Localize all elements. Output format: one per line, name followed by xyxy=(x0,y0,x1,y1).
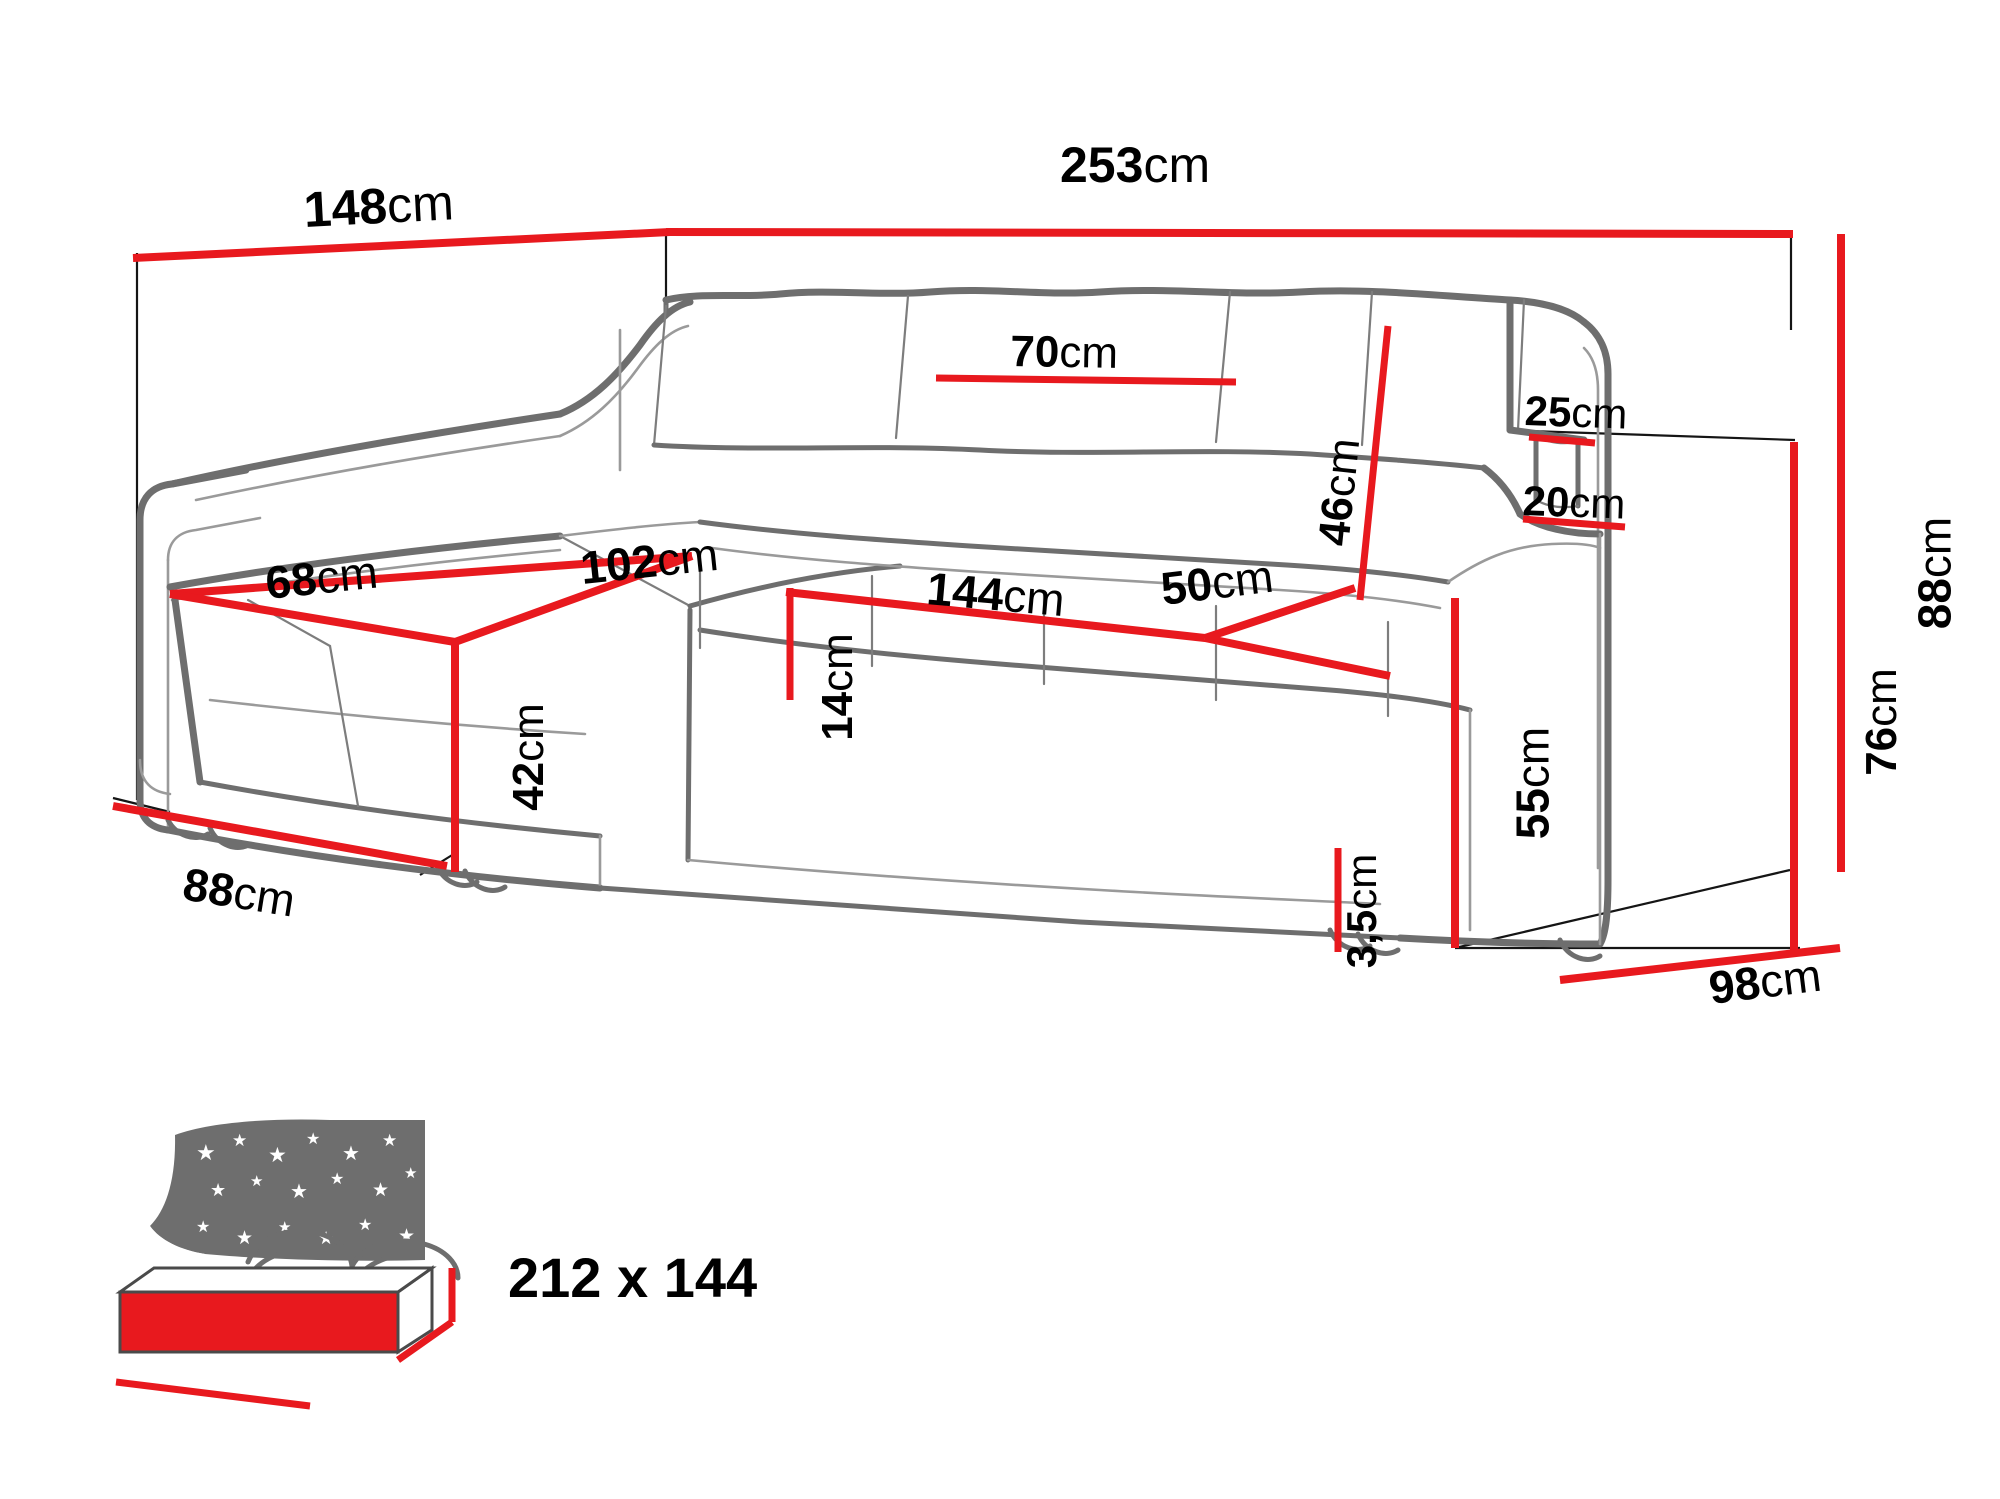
svg-text:★: ★ xyxy=(232,1131,247,1150)
svg-text:★: ★ xyxy=(210,1180,226,1200)
dim-line-46 xyxy=(1356,325,1392,601)
mattress-sleeping-area-icon: ★ ★ ★ ★ ★ ★ ★ ★ ★ ★ ★ ★ ★ ★ ★ ★ ★ ★ xyxy=(115,1119,461,1410)
dim-label-42cm: 42cm xyxy=(503,703,553,811)
dim-line-102 xyxy=(169,590,456,646)
svg-text:★: ★ xyxy=(268,1144,287,1167)
dim-label-76cm: 76cm xyxy=(1856,668,1906,776)
dim-label-25cm: 25cm xyxy=(1523,387,1629,438)
sleeping-area-label: 212 x 144 xyxy=(508,1246,758,1309)
svg-text:★: ★ xyxy=(382,1131,397,1150)
dim-line-25 xyxy=(1528,433,1596,447)
dim-label-50cm: 50cm xyxy=(1158,549,1277,615)
dim-label-88cm-height: 88cm xyxy=(1908,516,1961,630)
svg-text:★: ★ xyxy=(372,1180,389,1201)
dim-label-3-5cm: 3,5cm xyxy=(1338,853,1386,969)
dim-line-144 xyxy=(785,588,1206,642)
dim-label-20cm: 20cm xyxy=(1521,477,1627,528)
dim-line-mattress-depth xyxy=(395,1319,455,1363)
svg-text:★: ★ xyxy=(290,1181,308,1203)
svg-text:★: ★ xyxy=(250,1173,263,1190)
dim-line-20 xyxy=(1522,515,1626,531)
dim-label-68cm: 68cm xyxy=(262,545,381,609)
svg-text:★: ★ xyxy=(306,1131,320,1148)
dim-line-50b xyxy=(1204,634,1391,680)
dim-line-102-diag xyxy=(453,552,694,646)
svg-text:★: ★ xyxy=(236,1228,253,1249)
svg-text:★: ★ xyxy=(404,1165,417,1182)
dim-line-253 xyxy=(665,228,1794,238)
dim-label-55cm: 55cm xyxy=(1506,726,1559,840)
svg-text:★: ★ xyxy=(196,1219,210,1236)
dim-label-144cm: 144cm xyxy=(924,562,1067,627)
sofa-outline xyxy=(136,286,1612,962)
dim-line-148 xyxy=(132,228,671,262)
dim-label-253cm: 253cm xyxy=(1060,137,1211,193)
dim-label-148cm: 148cm xyxy=(302,174,456,238)
svg-text:★: ★ xyxy=(196,1140,216,1165)
dim-line-88-depth xyxy=(112,802,448,870)
svg-text:★: ★ xyxy=(330,1171,344,1188)
svg-text:★: ★ xyxy=(342,1143,360,1165)
dim-label-46cm: 46cm xyxy=(1309,435,1370,549)
dim-label-14cm: 14cm xyxy=(812,633,862,741)
dimension-lines xyxy=(112,228,1845,984)
dim-label-98cm: 98cm xyxy=(1706,948,1825,1014)
svg-text:★: ★ xyxy=(358,1217,372,1234)
dim-line-98 xyxy=(1559,944,1841,984)
dim-line-70 xyxy=(935,374,1237,386)
dim-line-mattress-width xyxy=(115,1378,311,1410)
dim-line-50 xyxy=(1203,584,1357,642)
dim-line-68 xyxy=(169,552,693,598)
dim-label-70cm: 70cm xyxy=(1009,327,1119,378)
